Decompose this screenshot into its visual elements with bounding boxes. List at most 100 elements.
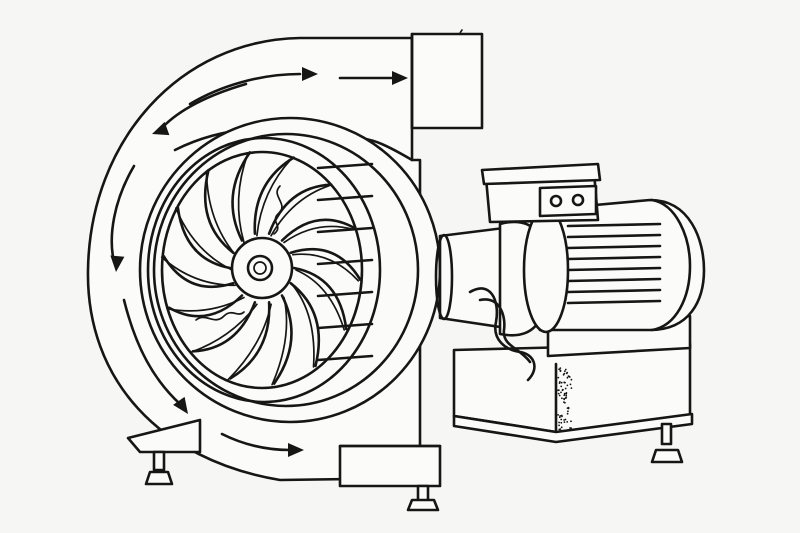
arrow-head — [152, 121, 170, 136]
stipple-dot — [566, 376, 569, 379]
stipple-dot — [564, 418, 567, 421]
power-cable — [468, 287, 536, 382]
stipple-dot — [561, 397, 563, 400]
stipple-dot — [567, 406, 570, 409]
impeller-blade-edge — [227, 303, 272, 381]
terminal-box — [480, 162, 602, 224]
impeller-blade-edge — [283, 225, 354, 244]
impeller-blade-edge — [256, 157, 293, 237]
impeller-blade-edge — [190, 303, 258, 354]
arrow-shaft — [220, 432, 292, 452]
impeller-blade — [289, 247, 362, 282]
impeller-blade — [289, 282, 321, 368]
outlet-duct — [410, 32, 484, 130]
cooling-fin — [566, 266, 662, 272]
stipple-dot — [570, 387, 573, 389]
cooling-fin — [566, 288, 662, 294]
stipple-dot — [560, 421, 563, 424]
stipple-dot — [566, 384, 569, 387]
airflow-arrows — [110, 67, 408, 457]
leveling-foot — [650, 422, 684, 464]
arrow-head — [110, 255, 125, 272]
impeller-blade — [267, 183, 333, 235]
stipple-dot — [570, 420, 572, 423]
stipple-dot — [563, 421, 566, 423]
airflow-arrow — [152, 82, 248, 136]
stipple-dot — [565, 394, 568, 397]
airflow-arrow — [188, 67, 318, 106]
fan-inlet — [138, 116, 442, 424]
impeller-blade — [253, 156, 295, 235]
stipple-dot — [568, 375, 570, 378]
stipple-dot — [560, 381, 563, 384]
stipple-dot — [558, 368, 560, 371]
stipple-dot — [557, 392, 560, 395]
guide-vane — [316, 354, 374, 362]
impeller-blade-edge — [205, 170, 237, 256]
arrow-head — [173, 396, 188, 414]
impeller-blade — [292, 266, 348, 331]
stipple-dot — [561, 389, 564, 392]
stipple-dot — [563, 394, 566, 397]
cooling-fins — [566, 222, 662, 305]
airflow-arrow — [122, 298, 188, 414]
stipple-dot — [563, 392, 566, 395]
stipple-dot — [558, 421, 560, 424]
stipple-dot — [560, 391, 562, 394]
flow-squiggle — [195, 311, 245, 321]
stipple-dot — [566, 412, 569, 415]
electric-motor — [480, 162, 706, 358]
stipple-dot — [570, 378, 573, 381]
stipple-dot — [562, 373, 565, 376]
stipple-dot — [557, 376, 560, 379]
stipple-dot — [563, 397, 565, 400]
stipple-dot — [569, 427, 571, 429]
impeller-blade-edge — [237, 152, 249, 244]
impeller-blade-edge — [295, 269, 346, 331]
guide-vane — [316, 226, 374, 234]
impeller-blade-edge — [291, 284, 315, 368]
impeller-blade-edge — [174, 207, 233, 271]
cooling-fin — [566, 244, 662, 250]
stipple-dot — [559, 369, 562, 372]
arrow-head — [302, 67, 318, 81]
cooling-fin — [566, 222, 662, 228]
base-side-stipple — [557, 367, 573, 431]
stipple-dot — [560, 414, 563, 417]
stipple-dot — [557, 414, 559, 416]
impeller-blade-edge — [271, 296, 288, 386]
stipple-dot — [559, 367, 562, 369]
cooling-fin — [566, 277, 662, 283]
impeller-blades — [160, 151, 362, 386]
stipple-dot — [563, 381, 566, 384]
cooling-fin — [566, 255, 662, 261]
arrow-head — [392, 71, 408, 85]
cooling-fin — [566, 299, 662, 305]
stipple-dot — [560, 385, 563, 388]
stipple-dot — [569, 383, 572, 386]
impeller-blade — [231, 151, 252, 242]
motor-base — [452, 342, 694, 464]
impeller-blade — [280, 218, 357, 242]
stipple-dot — [567, 410, 569, 413]
guide-vane — [316, 162, 374, 170]
impeller-blade-edge — [291, 253, 360, 282]
stipple-dot — [564, 368, 567, 371]
stipple-dot — [559, 381, 561, 383]
stipple-dot — [558, 416, 561, 419]
leveling-foot — [406, 484, 440, 512]
arrow-shaft — [110, 164, 136, 264]
stipple-dot — [558, 389, 560, 391]
stipple-dot — [565, 396, 568, 398]
airflow-arrow — [338, 71, 408, 85]
leveling-foot — [144, 450, 174, 486]
impeller-hub — [230, 236, 294, 300]
impeller-blade-edge — [166, 296, 245, 312]
arrow-shaft — [188, 72, 302, 106]
stipple-dot — [558, 428, 561, 431]
flow-squiggle — [273, 185, 283, 235]
stipple-dot — [563, 401, 565, 403]
cooling-fin — [566, 233, 662, 239]
